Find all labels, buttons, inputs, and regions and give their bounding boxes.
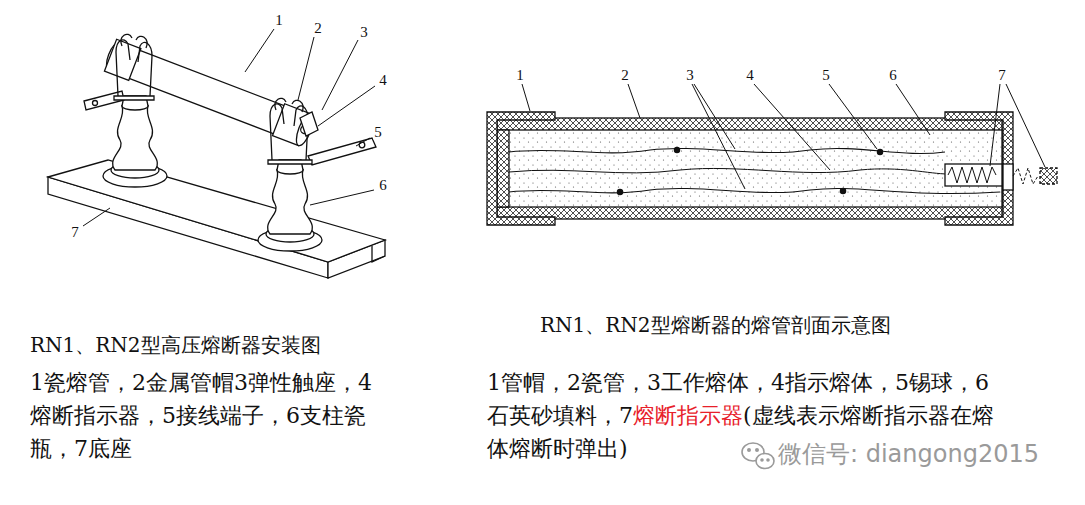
quartz-sand (497, 130, 1002, 207)
callout-number: 7 (997, 68, 1007, 83)
callout-number: 5 (373, 125, 383, 140)
leader-line (310, 190, 374, 205)
tin-ball (617, 189, 622, 194)
callout-number: 6 (888, 68, 898, 83)
leader-line (694, 84, 735, 149)
working-fuse (509, 188, 1000, 193)
callout-number: 7 (70, 225, 80, 240)
leader-line (754, 84, 830, 170)
contact-base (114, 96, 154, 100)
leader-line (896, 84, 930, 135)
leader-line (83, 208, 110, 226)
callout-number: 1 (515, 68, 525, 83)
contact-base (268, 160, 312, 164)
leader-line (245, 29, 274, 72)
pipe-cap (487, 112, 555, 225)
indicator-fuse (509, 168, 948, 174)
part-legend: 1瓷熔管，2金属管帽3弹性触座，4熔断指示器，5接线端子，6支柱瓷瓶，7底座 (30, 366, 382, 465)
indicator-hole (1003, 164, 1013, 190)
callout-number: 2 (313, 21, 323, 36)
leader-line (356, 138, 370, 146)
wechat-icon (742, 443, 774, 469)
leader-line (990, 84, 1000, 166)
leader-line (829, 84, 877, 149)
tin-ball (674, 147, 679, 152)
terminal-hole (93, 101, 98, 106)
base-top (48, 160, 385, 262)
leader-line (1006, 84, 1045, 167)
section-drawing (487, 112, 1057, 225)
leader-line (318, 86, 375, 126)
ejected-spring (1013, 168, 1038, 184)
spring-contact (270, 104, 308, 160)
pipe-cap (945, 112, 1013, 225)
spring-contact (275, 98, 303, 112)
leader-line (298, 37, 314, 100)
leader-line (322, 40, 358, 110)
base-lip (372, 246, 385, 262)
leader-lines (522, 84, 1045, 189)
ejected-indicator (1040, 168, 1057, 184)
callout-number: 2 (620, 68, 630, 83)
porcelain-tube (103, 39, 317, 148)
callout-number: 4 (378, 73, 388, 88)
indicator-housing (945, 164, 1002, 186)
callout-number: 3 (359, 25, 369, 40)
callout-number: 3 (685, 68, 695, 83)
leader-line (522, 84, 530, 111)
spring-contact (116, 40, 152, 96)
callout-number: 1 (274, 13, 284, 28)
support-insulator (268, 170, 313, 234)
end-plug (497, 130, 509, 207)
callout-number: 4 (745, 68, 755, 83)
installation-drawing (48, 34, 385, 278)
leader-line (628, 84, 640, 118)
metal-cap (104, 39, 140, 80)
figure-caption: RN1、RN2型熔断器的熔管剖面示意图 (540, 313, 891, 337)
callout-number: 5 (821, 68, 831, 83)
figure-caption: RN1、RN2型高压熔断器安装图 (30, 333, 321, 357)
leader-line (692, 84, 745, 189)
indicator-housing (300, 112, 318, 136)
spring-contact (121, 34, 147, 48)
tin-ball (840, 188, 845, 193)
spring (948, 167, 996, 183)
porcelain-wall (497, 118, 1002, 219)
terminal-plate (308, 138, 376, 165)
callout-number: 6 (378, 178, 388, 193)
tin-ball (877, 149, 882, 154)
support-insulator (113, 106, 158, 170)
highlighted-term: 熔断指示器 (633, 403, 743, 428)
leader-lines (83, 29, 375, 226)
part-legend: 1管帽，2瓷管，3工作熔体，4指示熔体，5锡球，6石英砂填料，7熔断指示器(虚线… (487, 366, 999, 465)
watermark: 微信号: diangong2015 (778, 440, 1039, 469)
